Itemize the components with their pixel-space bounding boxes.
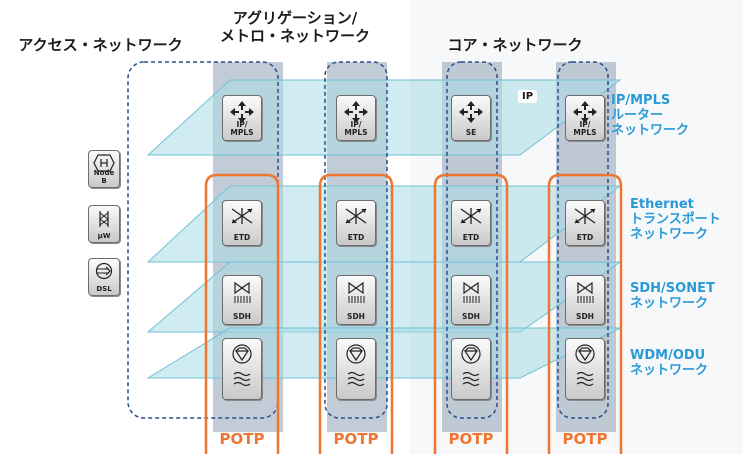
ethernet-node: ETD <box>451 200 491 246</box>
ethernet-switch-icon <box>460 208 482 224</box>
router-arrows-icon <box>230 101 254 123</box>
wdm-prism-icon <box>346 344 366 387</box>
router-node: IP/ MPLS <box>336 95 376 141</box>
access-node-microwave-label: µW <box>97 232 111 240</box>
header-access: アクセス・ネットワーク <box>18 36 183 54</box>
ethernet-switch-icon <box>345 208 367 224</box>
wdm-node <box>222 338 262 400</box>
ip-tag: IP <box>518 90 538 103</box>
core-domain-outline <box>446 61 498 419</box>
router-node: IP/ MPLS <box>222 95 262 141</box>
access-node-microwave: µW <box>88 205 120 243</box>
plane-wdm-odu <box>146 327 621 379</box>
sdh-mux-icon <box>577 281 594 303</box>
potp-label: POTP <box>333 430 379 448</box>
router-label: SE <box>465 128 477 137</box>
router-node: IP/ MPLS <box>565 95 605 141</box>
ethernet-label: ETD <box>347 233 365 242</box>
ethernet-switch-icon <box>231 208 253 224</box>
router-arrows-icon <box>344 101 368 123</box>
ethernet-label: ETD <box>233 233 251 242</box>
sdh-node: SDH <box>451 275 491 325</box>
layer-label-wdm-odu: WDM/ODU ネットワーク <box>630 348 709 378</box>
potp-label: POTP <box>219 430 265 448</box>
router-label: IP/ MPLS <box>230 120 254 137</box>
node-b-icon <box>93 154 115 172</box>
potp-label: POTP <box>562 430 608 448</box>
sdh-label: SDH <box>576 312 594 321</box>
layer-label-ip-mpls: IP/MPLS ルーター ネットワーク <box>611 93 690 138</box>
network-planes <box>146 79 622 379</box>
plane-ip-mpls <box>146 79 622 156</box>
core-edge-domain-outline <box>557 61 609 419</box>
wdm-prism-icon <box>461 344 481 387</box>
potp-outline <box>318 173 394 454</box>
potp-outline <box>547 173 623 454</box>
wdm-prism-icon <box>575 344 595 387</box>
wdm-node <box>565 338 605 400</box>
sdh-mux-icon <box>463 281 480 303</box>
sdh-node: SDH <box>336 275 376 325</box>
microwave-icon <box>99 211 109 227</box>
router-label: IP/ MPLS <box>573 120 597 137</box>
potp-outline <box>204 173 280 454</box>
potp-outline <box>433 173 509 454</box>
sdh-mux-icon <box>348 281 365 303</box>
metro-domain-outline <box>324 61 388 419</box>
layer-label-sdh-sonet: SDH/SONET ネットワーク <box>630 281 715 311</box>
potp-outlines <box>204 173 623 454</box>
wdm-node <box>336 338 376 400</box>
layer-label-ethernet: Ethernet トランスポート ネットワーク <box>630 197 721 242</box>
router-node: SE <box>451 95 491 141</box>
wdm-node <box>451 338 491 400</box>
sdh-node: SDH <box>222 275 262 325</box>
header-aggregation: アグリゲーション/ メトロ・ネットワーク <box>219 9 370 45</box>
ethernet-node: ETD <box>222 200 262 246</box>
router-arrows-icon <box>573 101 597 123</box>
sdh-label: SDH <box>462 312 480 321</box>
ethernet-label: ETD <box>462 233 480 242</box>
router-label: IP/ MPLS <box>344 120 368 137</box>
header-core: コア・ネットワーク <box>447 36 583 54</box>
ethernet-switch-icon <box>574 208 596 224</box>
access-node-dsl: DSL <box>88 258 120 296</box>
ethernet-node: ETD <box>565 200 605 246</box>
access-node-dsl-label: DSL <box>96 285 112 293</box>
router-arrows-icon <box>459 101 483 123</box>
dsl-icon <box>95 262 113 280</box>
access-node-b: Node B <box>88 150 120 188</box>
ethernet-node: ETD <box>336 200 376 246</box>
wdm-prism-icon <box>232 344 252 387</box>
sdh-label: SDH <box>347 312 365 321</box>
access-node-b-label: Node B <box>93 169 115 185</box>
ethernet-label: ETD <box>576 233 594 242</box>
sdh-label: SDH <box>233 312 251 321</box>
sdh-mux-icon <box>234 281 251 303</box>
sdh-node: SDH <box>565 275 605 325</box>
potp-label: POTP <box>448 430 494 448</box>
